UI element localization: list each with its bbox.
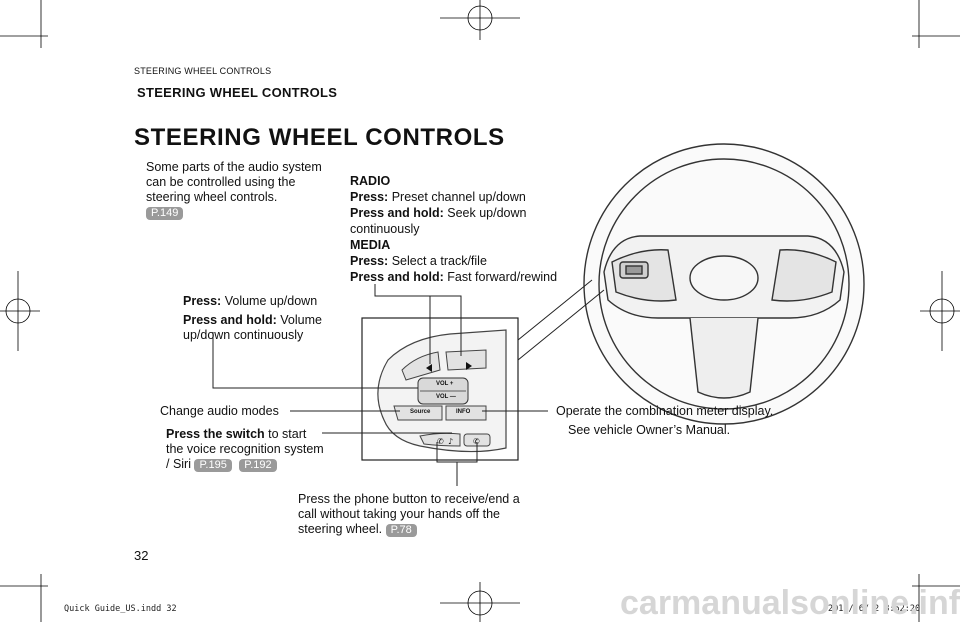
page-title: STEERING WHEEL CONTROLS: [134, 124, 505, 151]
svg-text:♪: ♪: [448, 437, 453, 446]
info-switch-label: INFO: [456, 409, 471, 415]
registration-mark-bottom: [440, 582, 520, 622]
switch-panel-illustration: ✆ ♪ ✆: [361, 279, 605, 461]
page-number: 32: [134, 548, 149, 563]
radio-hold-line: Press and hold: Seek up/down continuousl…: [350, 206, 527, 236]
svg-text:✆: ✆: [473, 437, 480, 446]
info-line-1: Operate the combination meter display.: [556, 404, 774, 418]
svg-text:✆: ✆: [437, 437, 444, 446]
watermark: carmanualsonline.info: [620, 584, 960, 622]
voice-page-ref-1[interactable]: P.195: [194, 459, 232, 472]
running-head: STEERING WHEEL CONTROLS: [134, 66, 272, 76]
slug-file: Quick Guide_US.indd 32: [64, 604, 177, 614]
source-switch-label: Source: [410, 409, 431, 415]
radio-press-line: Press: Preset channel up/down: [350, 190, 526, 204]
radio-label: RADIO: [350, 174, 391, 188]
steering-wheel-illustration: [583, 143, 865, 425]
intro-block: Some parts of the audio system can be co…: [146, 160, 336, 220]
registration-mark-right: [920, 271, 960, 351]
voice-bold: Press the switch: [166, 427, 265, 441]
vol-minus-label: VOL —: [436, 394, 456, 400]
intro-text: Some parts of the audio system can be co…: [146, 160, 322, 204]
volume-hold-line: Press and hold: Volume up/down continuou…: [183, 313, 322, 342]
registration-mark-top: [440, 0, 520, 40]
intro-page-ref[interactable]: P.149: [146, 207, 184, 220]
info-line-2: See vehicle Owner’s Manual.: [568, 423, 731, 437]
volume-press-line: Press: Volume up/down: [183, 294, 318, 308]
phone-page-ref[interactable]: P.78: [385, 524, 417, 537]
vol-plus-label: VOL +: [436, 381, 454, 387]
source-text: Change audio modes: [160, 404, 279, 418]
volume-block: Press: Volume up/down Press and hold: Vo…: [183, 294, 333, 343]
section-title: STEERING WHEEL CONTROLS: [137, 85, 338, 100]
leader-lines: [212, 284, 548, 486]
registration-mark-left: [0, 271, 40, 351]
phone-block: Press the phone button to receive/end a …: [298, 492, 538, 537]
phone-text: Press the phone button to receive/end a …: [298, 492, 520, 536]
radio-media-block: RADIO Press: Preset channel up/down Pres…: [350, 173, 570, 285]
voice-text: to start the voice recognition system / …: [166, 427, 324, 471]
media-hold-line: Press and hold: Fast forward/rewind: [350, 270, 558, 284]
media-label: MEDIA: [350, 238, 391, 252]
voice-page-ref-2[interactable]: P.192: [239, 459, 277, 472]
voice-block: Press the switch to start the voice reco…: [166, 427, 326, 472]
slug-date: 2015/ 6/ 2 8:52:20: [828, 604, 921, 614]
media-press-line: Press: Select a track/file: [350, 254, 487, 268]
